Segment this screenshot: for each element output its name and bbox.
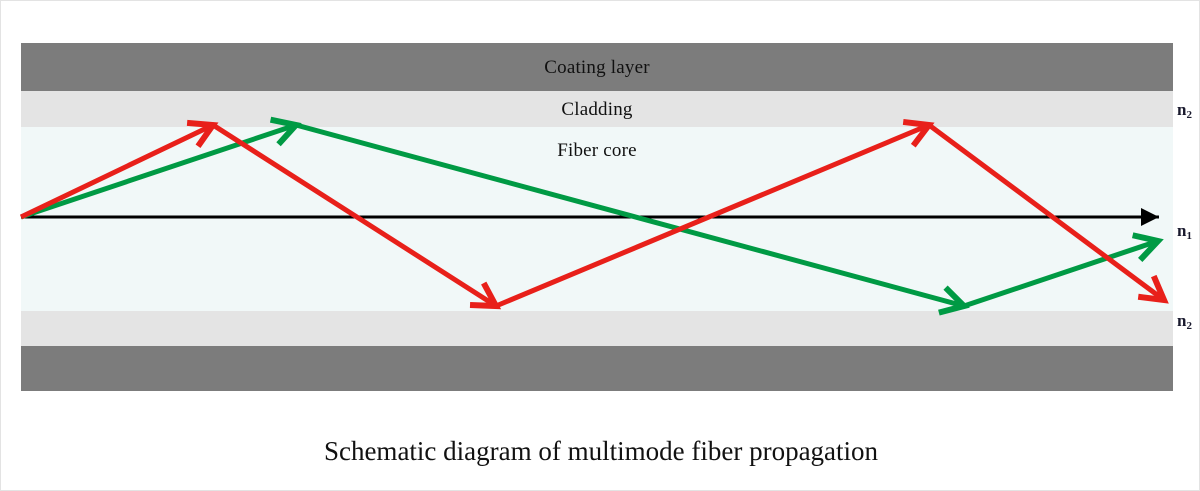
layer-fiber-core: Fiber core <box>21 127 1173 311</box>
layer-label-fiber-core: Fiber core <box>557 140 637 161</box>
arrowheads-group <box>186 116 1169 316</box>
index-subscript-middle: 1 <box>1186 230 1192 242</box>
refractive-index-label-cladding-bottom: n2 <box>1177 311 1192 332</box>
layer-cladding-top: Cladding <box>21 91 1173 127</box>
arrowhead <box>1137 274 1169 304</box>
arrowhead <box>469 281 502 310</box>
arrowhead <box>269 116 302 147</box>
index-subscript-top: 2 <box>1186 109 1192 121</box>
arrowhead <box>1131 232 1164 263</box>
arrowhead <box>938 285 970 316</box>
index-symbol-middle: n <box>1177 221 1187 240</box>
figure-caption: Schematic diagram of multimode fiber pro… <box>323 436 879 466</box>
index-symbol-top: n <box>1177 100 1187 119</box>
refractive-index-label-core: n1 <box>1177 221 1192 242</box>
refractive-index-label-cladding-top: n2 <box>1177 100 1192 121</box>
layer-label-cladding: Cladding <box>561 98 633 120</box>
arrowhead-axial <box>1141 208 1159 226</box>
arrowhead <box>186 119 219 148</box>
layer-coating-bottom <box>21 346 1173 391</box>
index-symbol-bottom: n <box>1177 311 1187 330</box>
layer-label-coating: Coating layer <box>544 56 650 78</box>
layer-coating-top: Coating layer <box>21 43 1173 91</box>
arrowhead <box>902 118 935 148</box>
layer-cladding-bottom <box>21 311 1173 346</box>
index-subscript-bottom: 2 <box>1186 320 1192 332</box>
green-ray-line <box>20 122 1159 309</box>
